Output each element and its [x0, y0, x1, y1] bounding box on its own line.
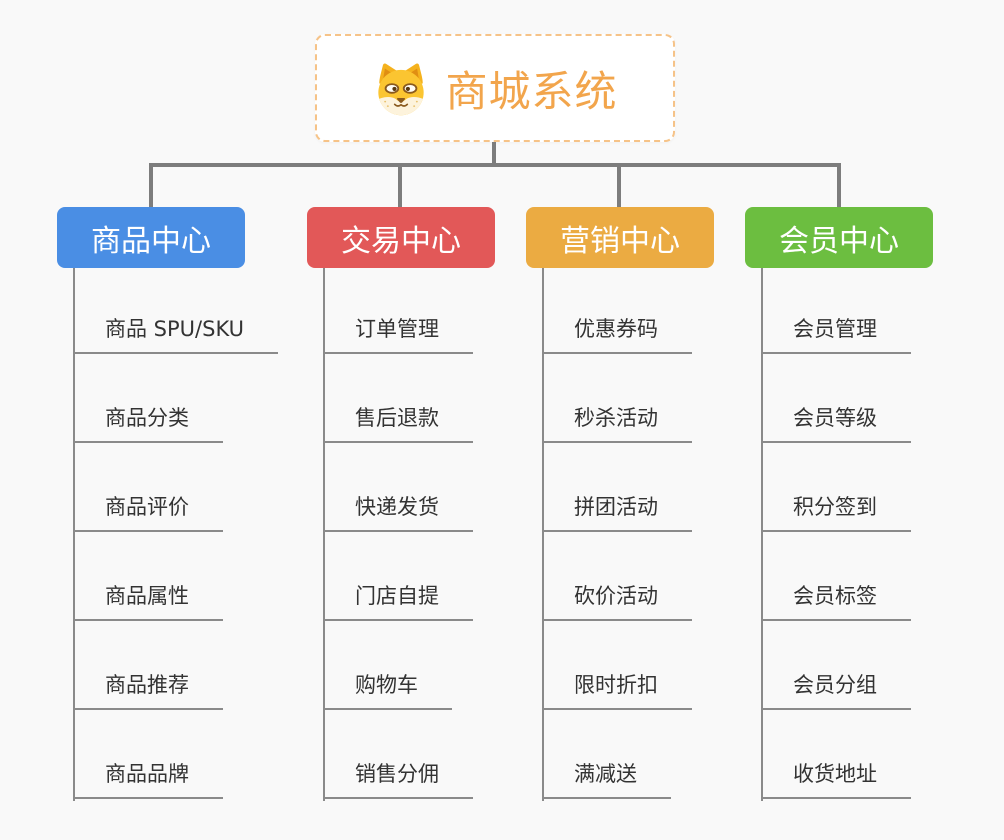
leaf-node[interactable]: 商品品牌: [73, 761, 223, 799]
leaf-node[interactable]: 收货地址: [761, 761, 911, 799]
connector-root-stub: [492, 142, 496, 166]
leaf-node[interactable]: 限时折扣: [542, 672, 692, 710]
leaf-node[interactable]: 会员标签: [761, 583, 911, 621]
leaf-node[interactable]: 购物车: [323, 672, 452, 710]
leaf-node[interactable]: 秒杀活动: [542, 405, 692, 443]
leaf-node[interactable]: 商品分类: [73, 405, 223, 443]
leaf-node[interactable]: 商品评价: [73, 494, 223, 532]
branch-node-product-center[interactable]: 商品中心: [57, 207, 245, 268]
leaf-node[interactable]: 订单管理: [323, 316, 473, 354]
connector-drop-marketing: [617, 163, 621, 208]
leaf-node[interactable]: 销售分佣: [323, 761, 473, 799]
branch-node-trade-center[interactable]: 交易中心: [307, 207, 495, 268]
root-title: 商城系统: [445, 66, 618, 116]
branch-node-marketing-center[interactable]: 营销中心: [526, 207, 714, 268]
leaf-node[interactable]: 积分签到: [761, 494, 911, 532]
leaf-node[interactable]: 售后退款: [323, 405, 473, 443]
leaf-node[interactable]: 会员等级: [761, 405, 911, 443]
trunk-line-trade: [323, 268, 325, 801]
leaf-node[interactable]: 门店自提: [323, 583, 473, 621]
connector-horizontal: [149, 163, 841, 167]
leaf-node[interactable]: 商品 SPU/SKU: [73, 316, 279, 354]
connector-drop-member: [837, 163, 841, 208]
leaf-node[interactable]: 满减送: [542, 761, 671, 799]
connector-drop-product: [149, 163, 153, 208]
leaf-node[interactable]: 拼团活动: [542, 494, 692, 532]
leaf-node[interactable]: 会员管理: [761, 316, 911, 354]
leaf-node[interactable]: 砍价活动: [542, 583, 692, 621]
branch-node-member-center[interactable]: 会员中心: [745, 207, 933, 268]
leaf-node[interactable]: 会员分组: [761, 672, 911, 710]
trunk-line-product: [73, 268, 75, 801]
trunk-line-marketing: [542, 268, 544, 801]
leaf-node[interactable]: 商品属性: [73, 583, 223, 621]
leaf-node[interactable]: 商品推荐: [73, 672, 223, 710]
dog-face-icon: [378, 63, 425, 116]
connector-drop-trade: [398, 163, 402, 208]
leaf-node[interactable]: 快递发货: [323, 494, 473, 532]
root-node[interactable]: 商城系统: [315, 34, 675, 142]
trunk-line-member: [761, 268, 763, 801]
leaf-node[interactable]: 优惠券码: [542, 316, 692, 354]
